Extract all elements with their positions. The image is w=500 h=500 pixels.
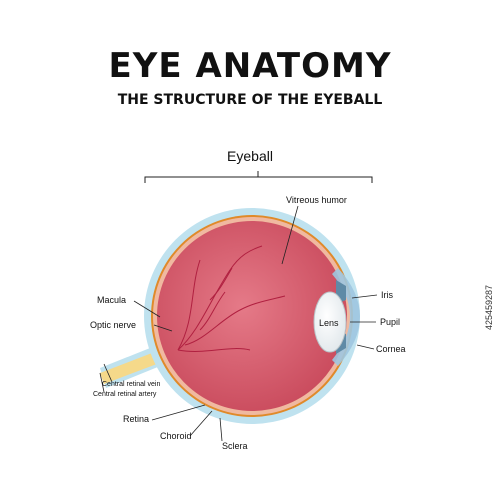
label-central-retinal-artery: Central retinal artery <box>93 391 157 398</box>
leader-lines <box>99 205 378 442</box>
cornea <box>332 268 360 366</box>
label-pupil: Pupil <box>380 317 401 327</box>
vitreous-body <box>157 221 347 411</box>
leader-macula <box>133 300 161 318</box>
label-central-retinal-vein: Central retinal vein <box>102 381 161 388</box>
label-retina: Retina <box>123 414 150 424</box>
label-vitreous-humor: Vitreous humor <box>286 195 347 205</box>
page-title: EYE ANATOMY <box>108 46 392 86</box>
stock-id-watermark: 425459287 <box>484 284 494 330</box>
label-macula: Macula <box>97 295 127 305</box>
label-lens: Lens <box>319 318 339 328</box>
label-optic-nerve: Optic nerve <box>90 320 137 330</box>
retinal-vessels <box>177 245 286 352</box>
label-sclera: Sclera <box>222 441 248 451</box>
leader-retina <box>151 404 206 421</box>
leader-central-vein <box>103 363 113 383</box>
label-choroid: Choroid <box>160 431 192 441</box>
eyeball-bracket <box>144 171 373 183</box>
leader-vitreous <box>281 205 299 265</box>
page-subtitle: THE STRUCTURE OF THE EYEBALL <box>117 92 383 108</box>
leader-cornea <box>356 344 375 350</box>
label-iris: Iris <box>381 290 393 300</box>
leader-sclera <box>219 417 223 442</box>
lens <box>313 291 347 353</box>
leader-central-artery <box>99 372 105 393</box>
leader-optic-nerve <box>153 324 173 332</box>
eyeball-bracket-label: Eyeball <box>227 148 273 164</box>
leader-iris <box>351 294 378 299</box>
leader-choroid <box>189 410 213 437</box>
label-cornea: Cornea <box>376 344 406 354</box>
